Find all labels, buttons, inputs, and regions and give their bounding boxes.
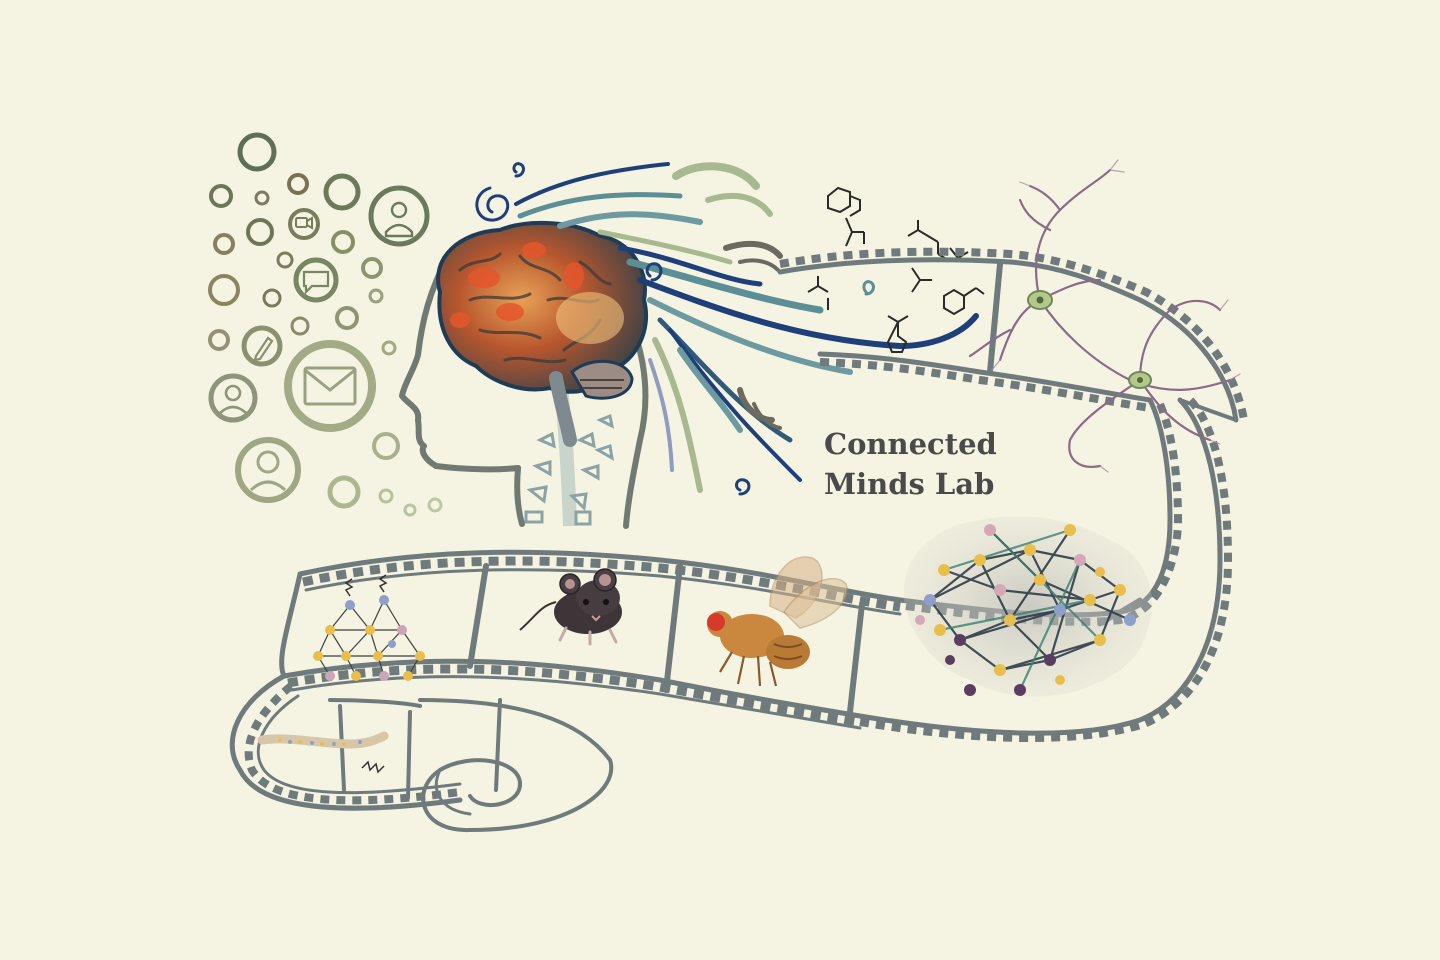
flowing-waves	[475, 162, 979, 496]
neuron-frame	[968, 159, 1241, 473]
network-nodes	[915, 524, 1136, 696]
spinal-column	[524, 379, 615, 527]
mouse-frame	[519, 568, 622, 646]
video-camera-icon	[295, 216, 313, 230]
icon-circles-cluster	[208, 132, 443, 517]
lab-title-line-2: Minds Lab	[824, 467, 995, 501]
neural-network-frame	[313, 574, 425, 681]
person-profile-icon	[384, 201, 414, 238]
lab-title: Connected Minds Lab	[824, 424, 1064, 504]
worm-frame	[257, 731, 389, 774]
lab-title-line-1: Connected	[824, 427, 997, 461]
envelope-icon	[303, 366, 357, 406]
chemical-structures	[807, 186, 985, 353]
film-perforations	[244, 247, 1248, 805]
fruit-fly-frame	[707, 556, 848, 687]
brain-illustration	[436, 220, 649, 447]
chat-bubble-icon	[302, 270, 330, 295]
user-avatar-icon	[219, 384, 247, 414]
head-silhouette	[399, 253, 649, 529]
person-card-icon	[249, 450, 287, 492]
brain-network-frame	[903, 516, 1152, 697]
pencil-icon	[253, 336, 274, 362]
